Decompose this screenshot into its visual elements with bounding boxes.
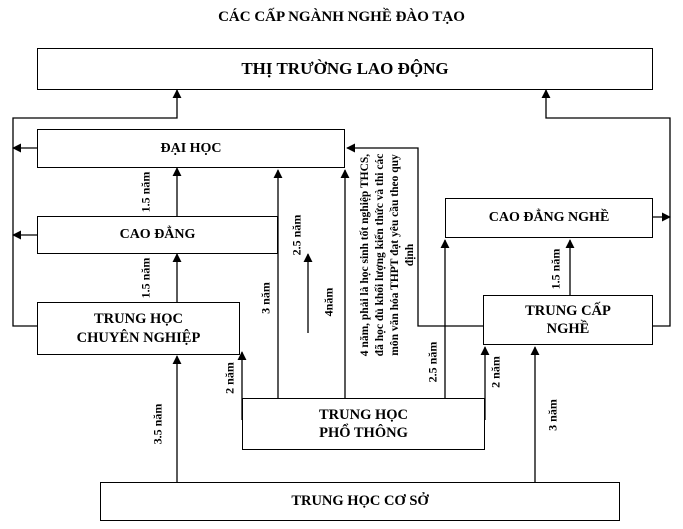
- high-school-label-line1: TRUNG HỌC: [318, 406, 409, 423]
- university-box: ĐẠI HỌC: [37, 129, 345, 168]
- vocational-college-box: CAO ĐẲNG NGHỀ: [445, 198, 653, 238]
- duration-prosec-university: 3 năm: [258, 282, 273, 314]
- high-school-label-line2: PHỔ THÔNG: [319, 425, 408, 441]
- professional-secondary-box: TRUNG HỌC CHUYÊN NGHIỆP: [37, 302, 240, 355]
- vocational-college-label: CAO ĐẲNG NGHỀ: [488, 210, 610, 226]
- labor-market-box: THỊ TRƯỜNG LAO ĐỘNG: [37, 48, 653, 90]
- professional-secondary-label-line1: TRUNG HỌC: [93, 311, 184, 328]
- college-label: CAO ĐẲNG: [119, 227, 196, 243]
- duration-prosec-college: 1.5 năm: [138, 257, 153, 299]
- duration-hs-voccollege: 2.5 năm: [425, 341, 440, 383]
- vocational-secondary-label-line2: NGHỀ: [546, 321, 590, 337]
- professional-secondary-label-line2: CHUYÊN NGHIỆP: [76, 329, 201, 346]
- diagram-title: CÁC CẤP NGÀNH NGHỀ ĐÀO TẠO: [218, 9, 465, 25]
- right-feed-line: [541, 89, 671, 327]
- left-feed-line: [12, 89, 182, 327]
- duration-college-university: 1.5 năm: [138, 171, 153, 213]
- duration-lowsec-prosec: 3.5 năm: [150, 403, 165, 445]
- college-box: CAO ĐẲNG: [37, 216, 278, 254]
- duration-hs-university: 4năm: [321, 287, 336, 317]
- duration-hs-vocsec: 2 năm: [488, 356, 503, 388]
- university-label: ĐẠI HỌC: [160, 140, 222, 156]
- duration-lowsec-vocsec: 3 năm: [545, 399, 560, 431]
- arrow-vocsec-university: [346, 143, 483, 327]
- duration-hs-college: 2.5 năm: [289, 214, 304, 256]
- vocational-to-university-note: 4 năm, phải là học sinh tốt nghiệp THCS,…: [359, 153, 416, 357]
- lower-secondary-label: TRUNG HỌC CƠ SỞ: [291, 493, 429, 510]
- labor-market-label: THỊ TRƯỜNG LAO ĐỘNG: [241, 59, 449, 79]
- duration-vocsec-voccollege: 1.5 năm: [548, 248, 563, 290]
- vocational-secondary-box: Trung cấp NGHỀ: [483, 295, 653, 345]
- high-school-box: TRUNG HỌC PHỔ THÔNG: [242, 398, 485, 450]
- duration-hs-prosec: 2 năm: [222, 362, 237, 394]
- lower-secondary-box: TRUNG HỌC CƠ SỞ: [100, 482, 620, 521]
- vocational-secondary-label-line1: Trung cấp: [525, 302, 611, 319]
